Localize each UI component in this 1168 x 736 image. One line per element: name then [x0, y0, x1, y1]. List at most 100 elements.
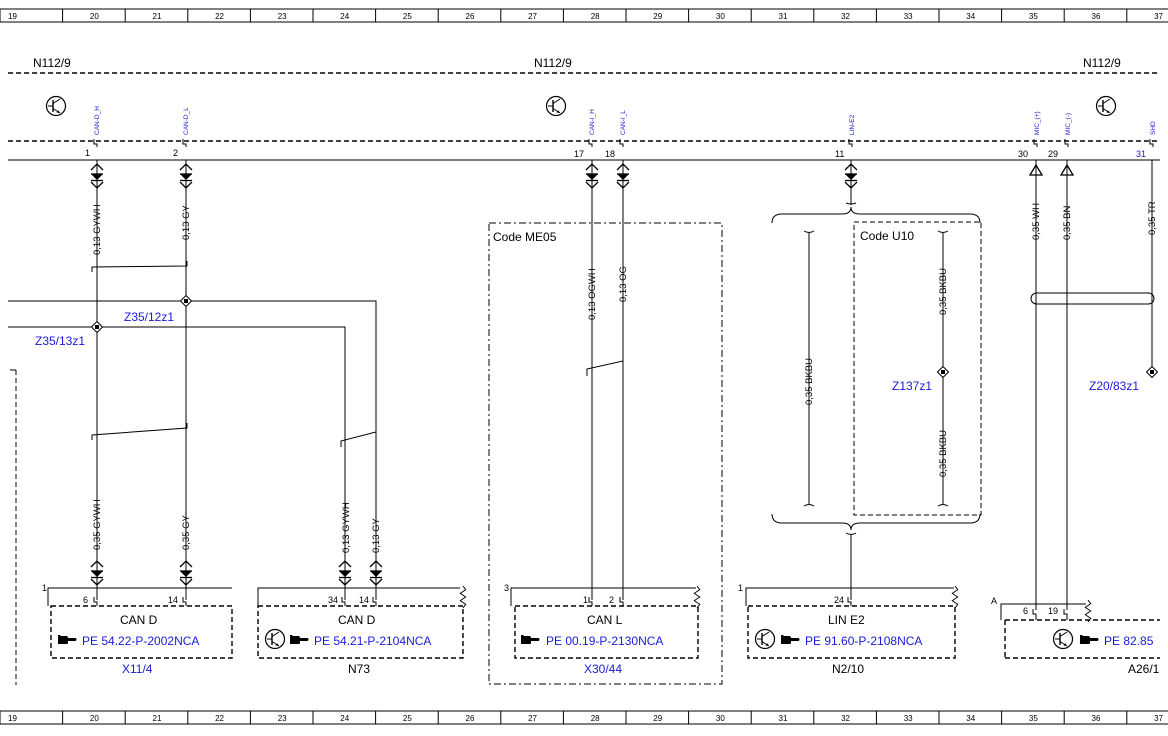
- component-corner: 3: [504, 583, 509, 593]
- component-title: CAN D: [338, 613, 376, 627]
- wire-label: 0,35 TR: [1147, 201, 1158, 235]
- bottom-ruler-label: 27: [528, 714, 537, 723]
- module-name-center: N112/9: [534, 56, 572, 70]
- top-ruler-label: 33: [904, 12, 913, 21]
- pin-number: 18: [605, 149, 615, 159]
- connector-icon: [179, 163, 193, 189]
- top-ruler-label: 30: [716, 12, 725, 21]
- splice-label: Z35/12z1: [124, 310, 174, 324]
- top-ruler-label: 25: [403, 12, 412, 21]
- pin-number: 30: [1018, 149, 1028, 159]
- bottom-ruler-label: 20: [90, 714, 99, 723]
- bottom-ruler-label: 25: [403, 714, 412, 723]
- top-ruler-label: 19: [8, 12, 17, 21]
- component-a26[interactable]: A 6 19 PE 82.85 A26/1: [991, 596, 1160, 676]
- component-title: CAN D: [120, 613, 158, 627]
- splice-icon: [91, 321, 103, 333]
- splice-icon: [937, 366, 949, 378]
- module-name-right: N112/9: [1083, 56, 1121, 70]
- wire-label: 0,13 OG: [618, 266, 629, 302]
- wire-label: 0,13 GY: [371, 517, 382, 553]
- signal-can-d-h: CAN-D_H: [94, 106, 101, 135]
- transistor-icon: [1095, 95, 1117, 117]
- code-label: Code U10: [860, 229, 914, 243]
- splice-label: Z35/13z1: [35, 334, 85, 348]
- bottom-ruler-label: 35: [1029, 714, 1038, 723]
- module-name-left: N112/9: [33, 56, 71, 70]
- component-name: N73: [348, 662, 370, 676]
- splice-icon: [180, 295, 192, 307]
- pin-number: 14: [168, 595, 178, 605]
- component-reference-link[interactable]: PE 91.60-P-2108NCA: [805, 634, 922, 648]
- transistor-icon: [264, 628, 286, 650]
- pin-number: 1: [583, 595, 588, 605]
- connector-icon: [179, 560, 193, 586]
- component-x11-4[interactable]: 1 6 14 CAN D PE 54.22-P-2002NCA X11/4: [42, 583, 233, 676]
- connector-icon: [90, 560, 104, 586]
- wire-label: 0,35 GYWH: [92, 499, 103, 550]
- bottom-ruler-label: 24: [340, 714, 349, 723]
- component-x30-44[interactable]: 3 1 2 CAN L PE 00.19-P-2130NCA X30/44: [504, 583, 701, 676]
- bottom-ruler-label: 28: [591, 714, 600, 723]
- component-reference-link[interactable]: PE 54.22-P-2002NCA: [82, 634, 199, 648]
- top-ruler-label: 26: [466, 12, 475, 21]
- pin-number: 2: [173, 148, 178, 158]
- component-corner: 1: [738, 583, 743, 593]
- component-name: X11/4: [122, 662, 153, 676]
- component-title: LIN E2: [828, 613, 865, 627]
- bottom-ruler-label: 36: [1092, 714, 1101, 723]
- pin-number: 31: [1136, 149, 1146, 159]
- component-reference-link[interactable]: PE 54.21-P-2104NCA: [314, 634, 431, 648]
- transistor-icon: [45, 95, 67, 117]
- connector-icon: [844, 163, 858, 189]
- bottom-ruler-label: 19: [8, 714, 17, 723]
- wire-label: 0,35 BKBU: [804, 358, 815, 405]
- signal-mic-plus: MIC_(+): [1034, 111, 1041, 135]
- continuation-icon: [693, 586, 701, 608]
- top-ruler-label: 31: [779, 12, 788, 21]
- wire-label: 0,35 BN: [1062, 206, 1073, 240]
- hand-pointer-icon: [521, 635, 540, 644]
- continuation-icon: [1084, 600, 1092, 622]
- signal-can-i-h: CAN-I_H: [589, 109, 596, 135]
- component-reference-link[interactable]: PE 82.85: [1104, 634, 1154, 648]
- top-ruler-label: 36: [1092, 12, 1101, 21]
- splice-icon: [1146, 366, 1158, 378]
- bottom-ruler-label: 33: [904, 714, 913, 723]
- top-ruler-label: 20: [90, 12, 99, 21]
- component-name: N2/10: [832, 662, 864, 676]
- hand-pointer-icon: [1080, 635, 1099, 644]
- pin-number: 24: [834, 595, 844, 605]
- wire-label: 0,35 BKBU: [938, 430, 949, 477]
- signal-lin-e2: LIN-E2: [849, 114, 856, 135]
- bottom-ruler-label: 30: [716, 714, 725, 723]
- splice-label: Z137z1: [892, 379, 932, 393]
- component-n2-10[interactable]: 1 24 LIN E2 PE 91.60-P-2108NCA N2/10: [738, 583, 959, 676]
- signal-shd: SHD: [1150, 121, 1157, 135]
- connector-icon: [338, 560, 352, 586]
- top-ruler-label: 29: [653, 12, 662, 21]
- connector-icon: [585, 163, 599, 189]
- component-corner: A: [991, 596, 997, 606]
- top-ruler-label: 24: [340, 12, 349, 21]
- top-ruler-label: 37: [1154, 12, 1163, 21]
- top-ruler-label: 22: [215, 12, 224, 21]
- connector-icon: [90, 163, 104, 189]
- top-ruler-label: 28: [591, 12, 600, 21]
- component-reference-link[interactable]: PE 00.19-P-2130NCA: [546, 634, 663, 648]
- top-ruler-label: 21: [153, 12, 162, 21]
- component-n73[interactable]: 34 14 CAN D PE 54.21-P-2104NCA N73: [257, 586, 467, 676]
- bottom-ruler-label: 29: [653, 714, 662, 723]
- signal-can-d-l: CAN-D_L: [183, 107, 190, 135]
- transistor-icon: [754, 628, 776, 650]
- top-ruler-label: 35: [1029, 12, 1038, 21]
- bottom-ruler-label: 23: [278, 714, 287, 723]
- pin-number: 2: [609, 595, 614, 605]
- wire-label: 0,13 GYWH: [92, 204, 103, 255]
- hand-pointer-icon: [781, 635, 800, 644]
- pin-number: 29: [1048, 149, 1058, 159]
- connector-icon: [369, 560, 383, 586]
- top-ruler-label: 32: [841, 12, 850, 21]
